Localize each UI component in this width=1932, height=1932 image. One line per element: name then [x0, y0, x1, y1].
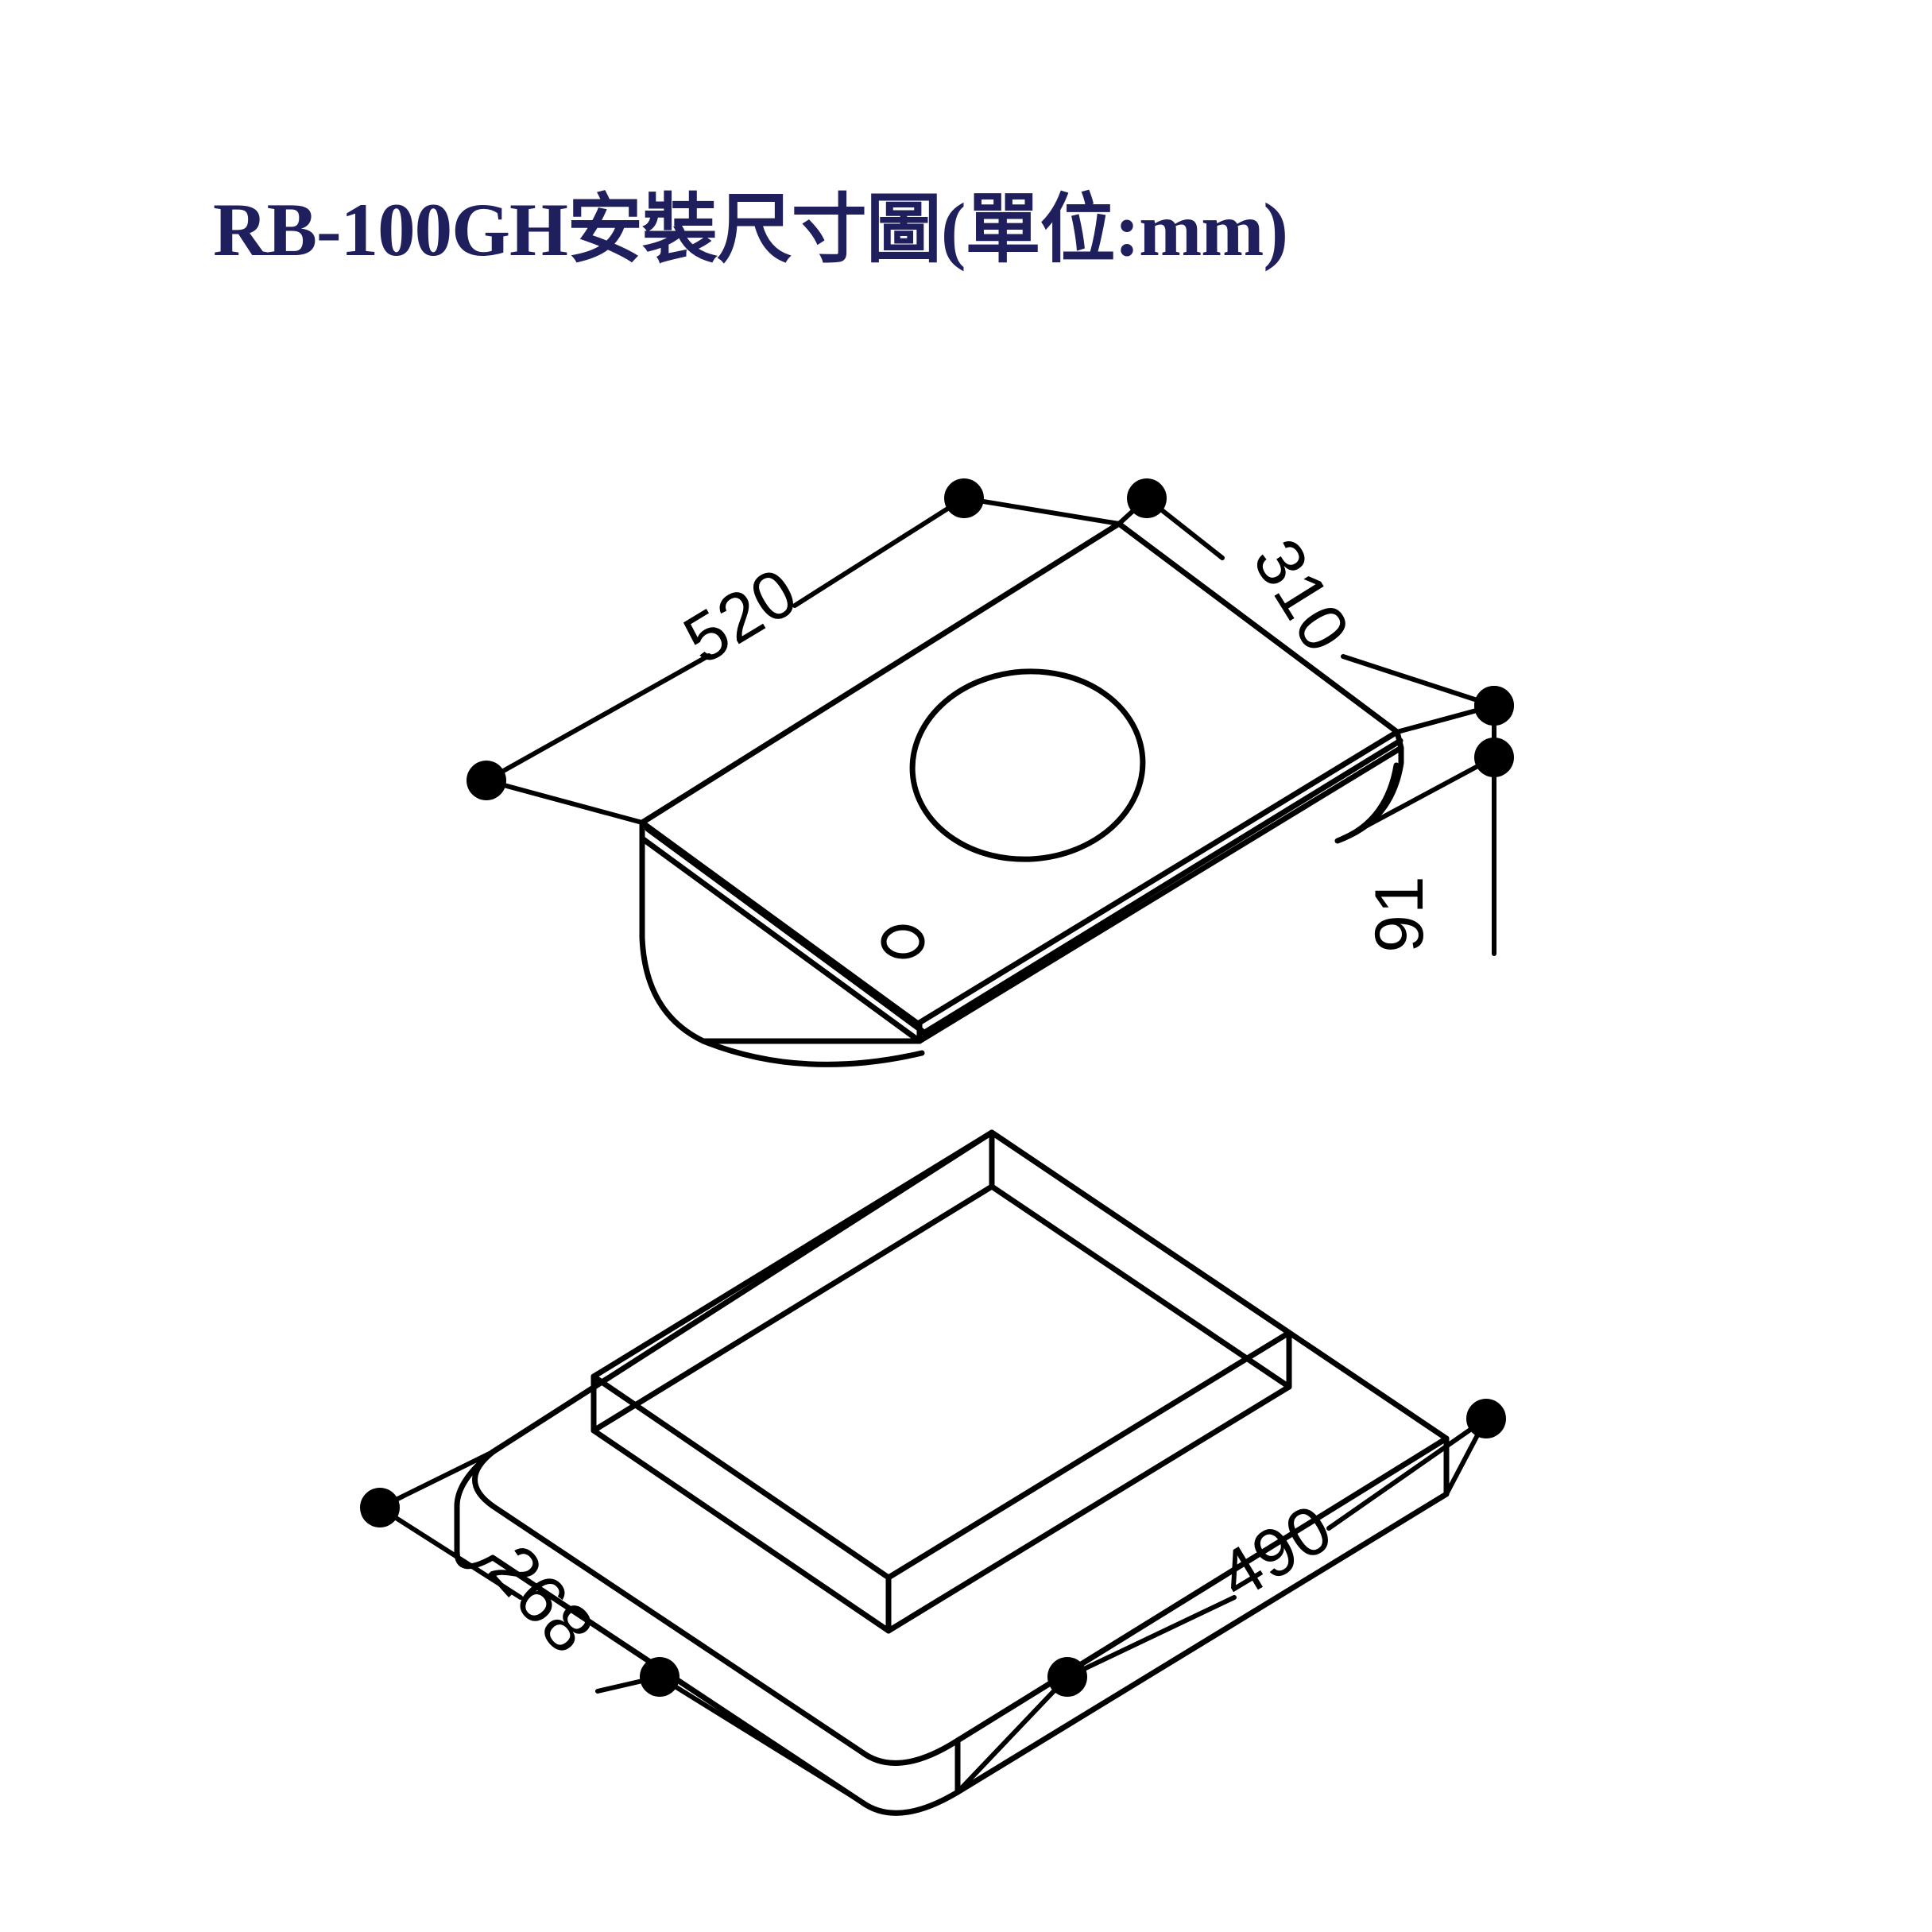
dim-91-endpoint-lower	[1474, 738, 1514, 777]
dim-520-label: 520	[672, 553, 811, 679]
dim-310-endpoint-left	[1127, 478, 1167, 518]
dim-91-ext-lower	[1341, 755, 1496, 841]
dim-490-line-a	[1326, 1416, 1489, 1531]
dimension-490	[955, 1399, 1506, 1795]
cutout-opening-inner-rim	[590, 1183, 1292, 1634]
cutout-opening-top-rim	[590, 1129, 1292, 1581]
dim-268-line-a	[377, 1505, 523, 1600]
dim-268-ext-lower	[657, 1675, 865, 1805]
dimension-520	[467, 478, 1121, 825]
cooktop-body-left-wall	[639, 835, 923, 1044]
dim-520-line-a	[484, 653, 711, 783]
cooktop-body-bottom-shell	[700, 1038, 925, 1067]
burner-ring	[909, 668, 1146, 862]
dim-520-ext-left	[484, 778, 645, 825]
dim-91-label: 91	[1361, 875, 1438, 953]
page-title: RB-100GH安裝尺寸圖(單位:mm)	[213, 188, 1288, 272]
countertop-cutout	[454, 1129, 1450, 1816]
dim-268-endpoint-lower	[640, 1657, 679, 1697]
dim-268-label: 268	[474, 1531, 609, 1668]
dim-520-endpoint-left	[467, 761, 506, 800]
dim-268-endpoint-upper	[360, 1488, 400, 1527]
dim-91-endpoint-upper	[1474, 686, 1514, 726]
dim-310-label: 310	[1238, 526, 1365, 665]
countertop-right-edge-thickness	[954, 1435, 1450, 1795]
dim-490-line-b	[1065, 1595, 1237, 1679]
dim-490-ext-lower	[955, 1675, 1070, 1795]
dim-490-endpoint-upper	[1466, 1399, 1506, 1438]
dimension-268	[360, 1450, 865, 1805]
ignition-knob-hole	[881, 924, 925, 959]
cooktop-glass-edge-inner-right	[920, 738, 1404, 1036]
cooktop-glass-edge-inner-left	[645, 826, 925, 1034]
countertop-front-edge-thickness	[490, 1555, 961, 1816]
dim-268-ext-upper	[377, 1450, 495, 1510]
dim-490-endpoint-lower	[1047, 1657, 1087, 1697]
dimension-91	[1341, 686, 1514, 956]
dim-490-label: 490	[1206, 1489, 1345, 1615]
dim-310-line-b	[1341, 654, 1496, 708]
dim-520-endpoint-right	[944, 478, 984, 518]
dim-520-line-b	[792, 496, 966, 608]
dim-520-ext-right	[962, 496, 1121, 526]
